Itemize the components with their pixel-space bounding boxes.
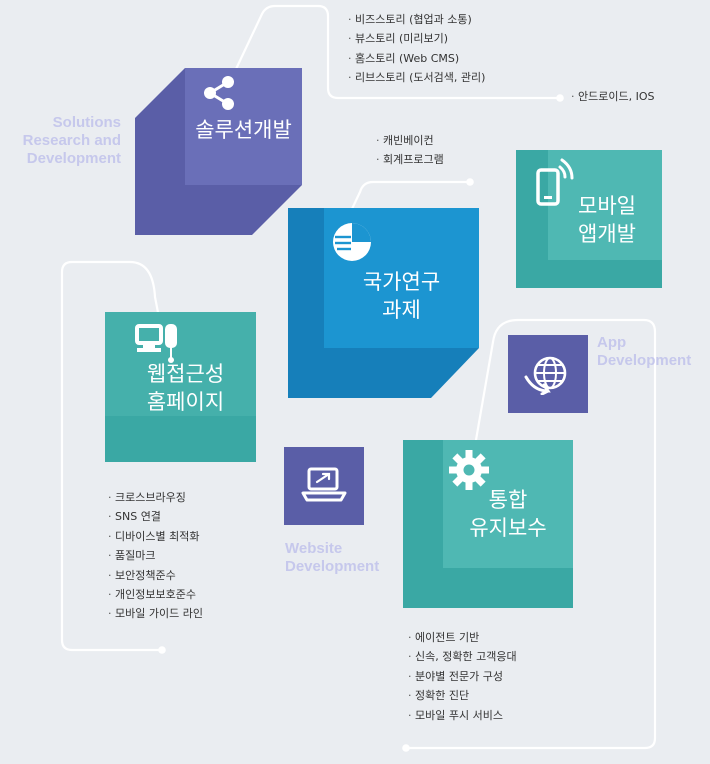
- laptop-icon: [301, 467, 347, 502]
- maintenance-tile-title: 통합 유지보수: [469, 488, 547, 540]
- list-item: 개인정보보호준수: [108, 585, 203, 604]
- list-item: 회계프로그램: [376, 150, 444, 169]
- connector-dot: [158, 646, 166, 654]
- list-item: 안드로이드, IOS: [571, 87, 654, 106]
- connector-web: [60, 260, 168, 652]
- maintenance-list: 에이전트 기반 신속, 정확한 고객응대 분야별 전문가 구성 정확한 진단 모…: [408, 628, 517, 725]
- list-item: 신속, 정확한 고객응대: [408, 647, 517, 666]
- connector-dot: [466, 178, 474, 186]
- list-item: 비즈스토리 (협업과 소통): [348, 10, 485, 29]
- connector-solutions: [226, 4, 562, 100]
- mobile-tile-shape: [516, 150, 662, 288]
- connector-maintenance: [404, 318, 657, 750]
- monitor-icon: [135, 324, 177, 363]
- mobile-signal-icon: [536, 158, 574, 206]
- list-item: 디바이스별 최적화: [108, 527, 203, 546]
- list-item: 홈스토리 (Web CMS): [348, 49, 485, 68]
- app-label: App Development: [597, 334, 692, 369]
- list-item: 정확한 진단: [408, 686, 517, 705]
- web-tile: 웹접근성 홈페이지: [105, 312, 256, 462]
- web-tile-title: 웹접근성 홈페이지: [146, 362, 225, 414]
- pie-chart-icon: [333, 223, 371, 261]
- web-list: 크로스브라우징 SNS 연결 디바이스별 최적화 품질마크 보안정책준수 개인정…: [108, 488, 203, 624]
- solutions-tile-title: 솔루션개발: [195, 118, 292, 142]
- list-item: 모바일 가이드 라인: [108, 604, 203, 623]
- globe-icon: [524, 356, 567, 395]
- list-item: 뷰스토리 (미리보기): [348, 29, 485, 48]
- solutions-list: 비즈스토리 (협업과 소통) 뷰스토리 (미리보기) 홈스토리 (Web CMS…: [348, 10, 485, 88]
- app-tile: [508, 335, 588, 413]
- list-item: 크로스브라우징: [108, 488, 203, 507]
- gear-icon: [449, 450, 489, 490]
- list-item: 캐빈베이컨: [376, 131, 444, 150]
- national-tile: 국가연구 과제: [288, 208, 479, 398]
- mobile-list: 안드로이드, IOS: [571, 87, 654, 106]
- solutions-tile: 솔루션개발: [135, 68, 302, 235]
- solutions-label: Solutions Research and Development: [22, 114, 121, 167]
- list-item: 에이전트 기반: [408, 628, 517, 647]
- list-item: 리브스토리 (도서검색, 관리): [348, 68, 485, 87]
- connector-dot: [556, 94, 564, 102]
- website-tile: [284, 447, 364, 525]
- share-icon: [204, 76, 234, 110]
- mobile-tile-title: 모바일 앱개발: [578, 194, 636, 246]
- connector-national: [340, 180, 472, 232]
- national-list: 캐빈베이컨 회계프로그램: [376, 131, 444, 170]
- maintenance-tile: 통합 유지보수: [403, 440, 573, 608]
- list-item: 보안정책준수: [108, 566, 203, 585]
- list-item: 품질마크: [108, 546, 203, 565]
- mobile-tile: 모바일 앱개발: [516, 150, 662, 288]
- list-item: SNS 연결: [108, 507, 203, 526]
- website-label: Website Development: [285, 540, 380, 575]
- list-item: 분야별 전문가 구성: [408, 667, 517, 686]
- connector-dot: [402, 744, 410, 752]
- national-tile-title: 국가연구 과제: [362, 270, 441, 322]
- list-item: 모바일 푸시 서비스: [408, 706, 517, 725]
